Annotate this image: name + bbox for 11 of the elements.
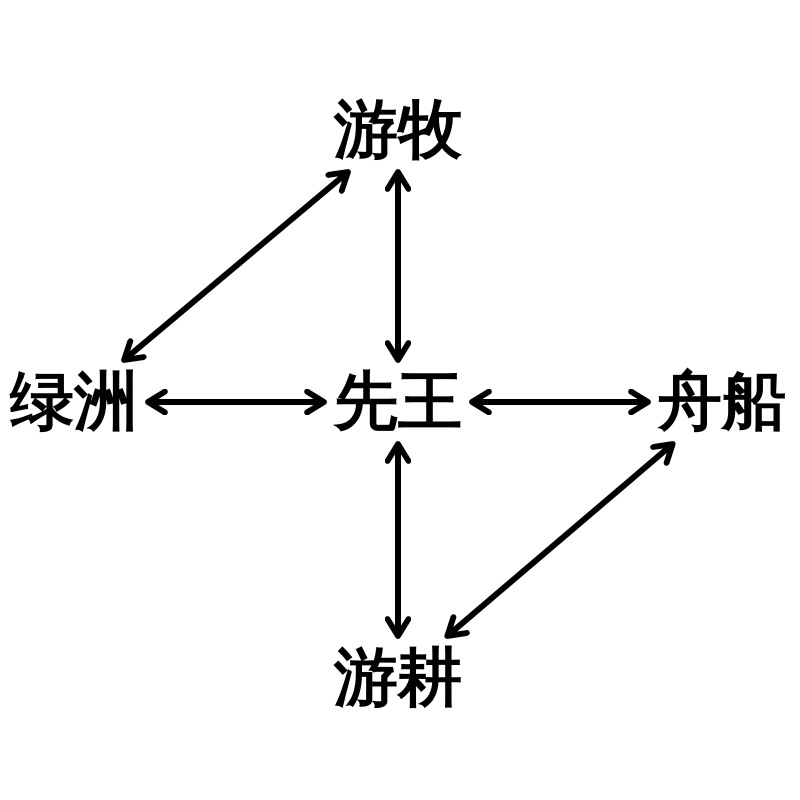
double-arrow [469,388,651,416]
double-arrow [384,441,412,639]
node-text: 绿洲 [4,364,144,440]
node-text: 游耕 [328,640,468,716]
double-arrow [145,388,327,416]
node-text: 先王 [328,364,468,440]
double-arrow [121,169,351,363]
node-text: 舟船 [652,364,792,440]
node-text: 游牧 [328,92,468,168]
double-arrow [444,441,676,639]
double-arrow [384,169,412,363]
